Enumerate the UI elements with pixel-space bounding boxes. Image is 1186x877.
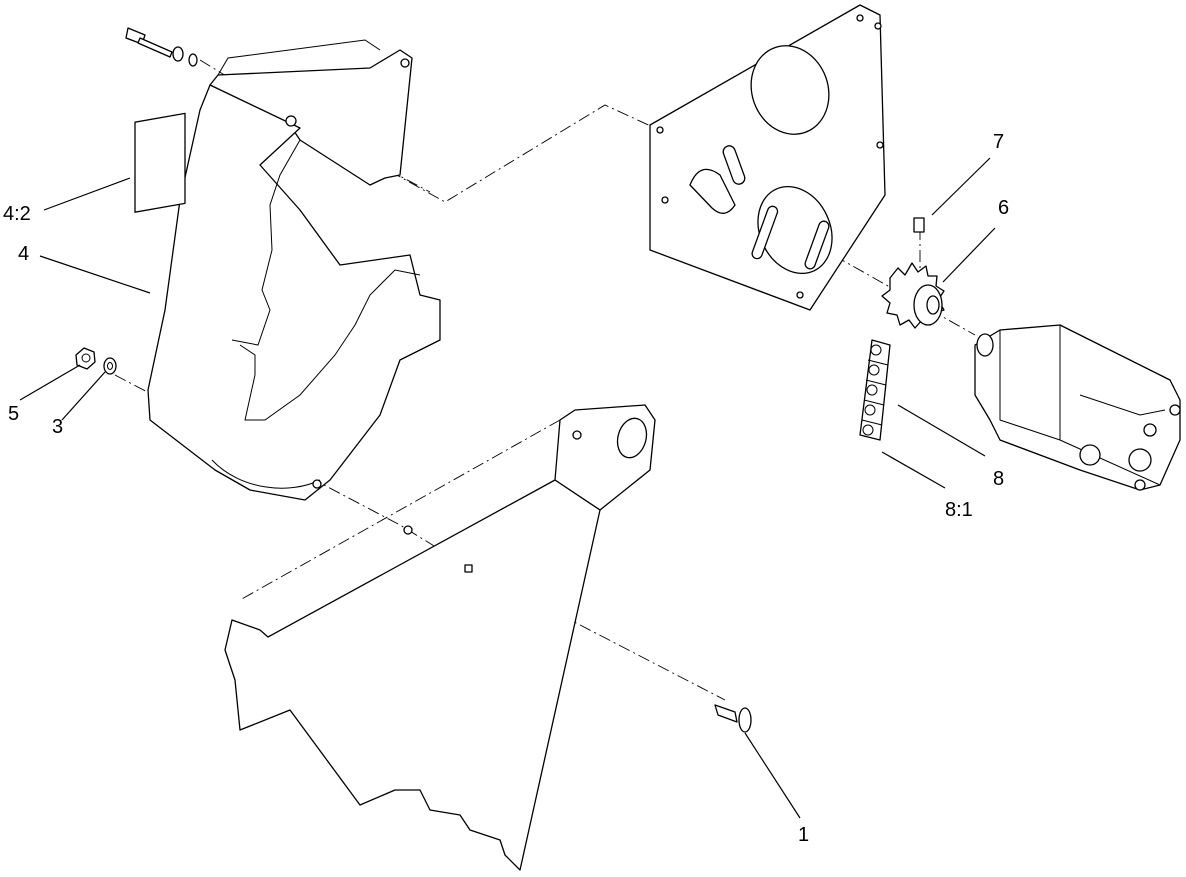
callout-3: 3 bbox=[52, 416, 63, 438]
callout-8: 8 bbox=[993, 468, 1004, 490]
callout-5: 5 bbox=[8, 403, 19, 425]
callout-1: 1 bbox=[798, 824, 809, 846]
set-screw bbox=[913, 217, 925, 233]
roller-chain bbox=[859, 339, 891, 441]
hydraulic-motor bbox=[974, 324, 1181, 491]
nut-and-washer bbox=[75, 347, 117, 375]
callout-4-2: 4:2 bbox=[3, 203, 31, 225]
carriage-bolt bbox=[714, 704, 752, 733]
bolt-with-washers bbox=[125, 27, 198, 67]
callout-7: 7 bbox=[993, 131, 1004, 153]
leader-lines bbox=[19, 157, 996, 819]
decal bbox=[134, 112, 186, 213]
callout-8-1: 8:1 bbox=[945, 499, 973, 521]
callout-4: 4 bbox=[18, 243, 29, 265]
sprocket bbox=[881, 262, 945, 329]
callout-6: 6 bbox=[998, 197, 1009, 219]
callout-labels: 4:2 4 5 3 7 6 8 8:1 1 bbox=[3, 131, 1009, 846]
mount-plate bbox=[649, 4, 886, 311]
mounting-bracket bbox=[224, 404, 656, 871]
chain-guard bbox=[147, 39, 441, 501]
